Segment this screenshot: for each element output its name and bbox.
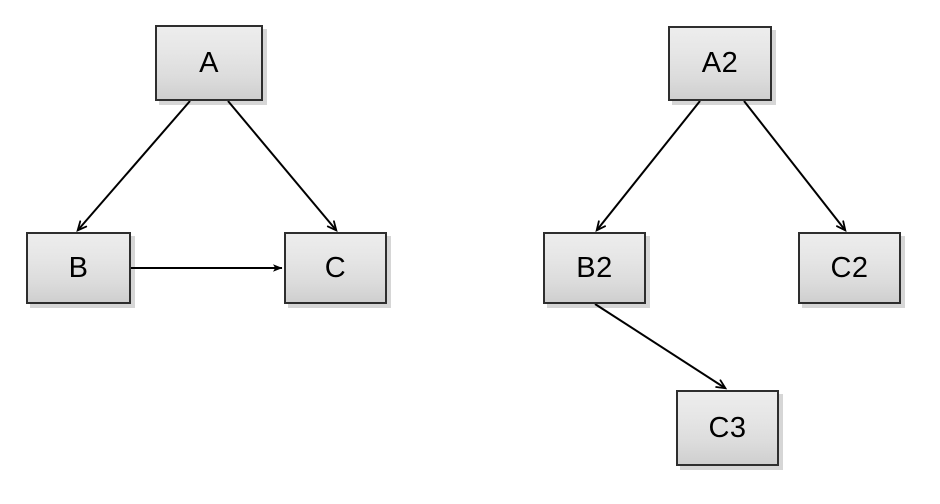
node-a2[interactable]: A2 bbox=[668, 26, 772, 101]
node-b-label: B bbox=[68, 251, 89, 284]
node-a-label: A bbox=[199, 46, 219, 79]
node-b2-label: B2 bbox=[576, 251, 613, 284]
node-b2[interactable]: B2 bbox=[543, 232, 646, 304]
node-c-label: C bbox=[324, 251, 347, 284]
node-c[interactable]: C bbox=[284, 232, 387, 304]
edge-a2-to-b2 bbox=[595, 100, 701, 233]
node-c3[interactable]: C3 bbox=[676, 390, 779, 466]
node-c2[interactable]: C2 bbox=[798, 232, 901, 304]
edge-a2-to-c2 bbox=[743, 100, 847, 233]
edge-a-to-b bbox=[76, 100, 191, 232]
node-a2-label: A2 bbox=[701, 47, 739, 79]
node-c2-label: C2 bbox=[830, 251, 869, 284]
edge-a-to-c bbox=[227, 100, 338, 233]
node-b[interactable]: B bbox=[26, 232, 131, 304]
node-c3-label: C3 bbox=[708, 411, 747, 444]
edge-b2-to-c3 bbox=[594, 303, 728, 390]
node-a[interactable]: A bbox=[155, 25, 263, 101]
